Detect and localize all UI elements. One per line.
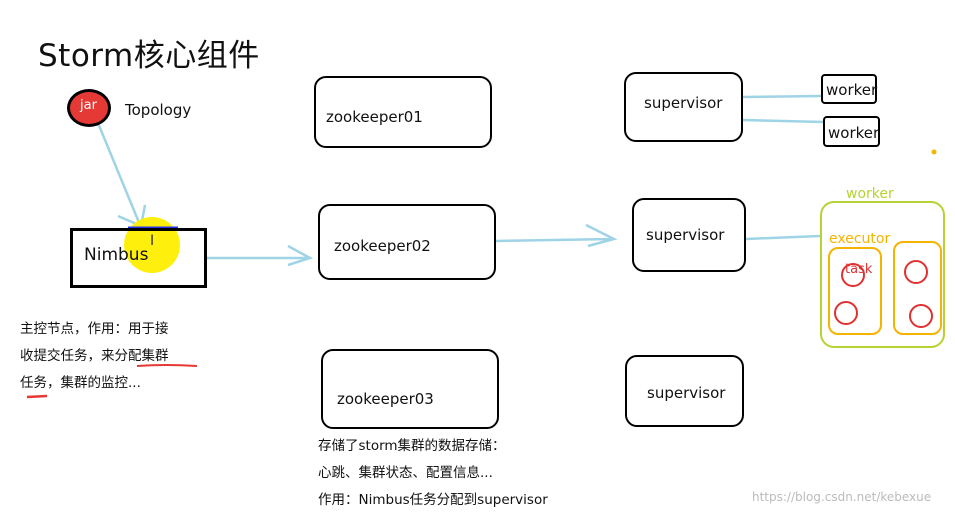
topology-label: Topology bbox=[125, 101, 192, 119]
nimbus-note-line: 收提交任务，来分配集群 bbox=[20, 348, 169, 364]
page-title: Storm核心组件 bbox=[38, 38, 260, 74]
supervisor-label: supervisor bbox=[646, 226, 725, 244]
supervisor-worker-line-2 bbox=[742, 118, 825, 124]
supervisor-box-3: supervisor bbox=[625, 355, 744, 427]
supervisor-worker-line-1 bbox=[742, 94, 823, 99]
worker-label: worker bbox=[828, 124, 880, 142]
task-label: task bbox=[845, 262, 873, 277]
zookeeper-box-2: zookeeper02 bbox=[318, 204, 496, 280]
red-underline-1 bbox=[136, 364, 198, 367]
zookeeper-label: zookeeper01 bbox=[326, 108, 423, 126]
text-cursor-icon: I bbox=[150, 233, 155, 249]
task-circle bbox=[834, 301, 858, 325]
nimbus-zk-arrowhead bbox=[287, 244, 314, 267]
worker-group bbox=[820, 201, 945, 348]
supervisor-label: supervisor bbox=[647, 384, 726, 402]
task-circle bbox=[909, 304, 933, 328]
jar-label: jar bbox=[80, 98, 97, 113]
jar-to-nimbus-arrow bbox=[96, 122, 142, 226]
zk-to-supervisor-arrow bbox=[495, 237, 615, 243]
supervisor-box-1: supervisor bbox=[624, 72, 743, 142]
nimbus-note: 主控节点，作用：用于接 收提交任务，来分配集群 任务，集群的监控... bbox=[20, 316, 169, 397]
nimbus-label: Nimbus bbox=[84, 245, 149, 265]
zookeeper-note: 存储了storm集群的数据存储： 心跳、集群状态、配置信息... 作用：Nimb… bbox=[318, 433, 548, 514]
jar-icon: jar bbox=[67, 89, 111, 127]
cursor-highlight bbox=[124, 217, 180, 273]
worker-box-2: worker bbox=[823, 116, 880, 147]
watermark: https://blog.csdn.net/kebexue bbox=[752, 490, 932, 504]
executor-box-2 bbox=[893, 241, 942, 335]
zookeeper-note-line: 存储了storm集群的数据存储： bbox=[318, 438, 506, 454]
supervisor-label: supervisor bbox=[644, 94, 723, 112]
orange-dot bbox=[931, 149, 937, 155]
zookeeper-note-line: 心跳、集群状态、配置信息... bbox=[318, 465, 493, 481]
task-circle bbox=[904, 260, 928, 284]
nimbus-note-line: 任务，集群的监控... bbox=[20, 375, 141, 391]
zookeeper-note-line: 作用：Nimbus任务分配到supervisor bbox=[318, 492, 548, 508]
supervisor-box-2: supervisor bbox=[632, 198, 746, 272]
worker-group-label: worker bbox=[846, 186, 894, 202]
executor-label: executor bbox=[829, 231, 891, 247]
nimbus-note-line: 主控节点，作用：用于接 bbox=[20, 321, 169, 337]
supervisor-workergroup-line bbox=[745, 234, 821, 241]
zookeeper-box-1: zookeeper01 bbox=[314, 76, 492, 148]
task-circle bbox=[841, 263, 865, 287]
worker-box-1: worker bbox=[821, 74, 877, 104]
executor-box-1 bbox=[828, 247, 882, 335]
zookeeper-label: zookeeper02 bbox=[334, 237, 431, 255]
zookeeper-box-3: zookeeper03 bbox=[321, 349, 499, 429]
zk-supervisor-arrowhead bbox=[585, 223, 618, 248]
nimbus-box: Nimbus bbox=[70, 228, 207, 288]
worker-label: worker bbox=[826, 81, 878, 99]
red-underline-2 bbox=[26, 394, 48, 399]
zookeeper-label: zookeeper03 bbox=[337, 390, 434, 408]
